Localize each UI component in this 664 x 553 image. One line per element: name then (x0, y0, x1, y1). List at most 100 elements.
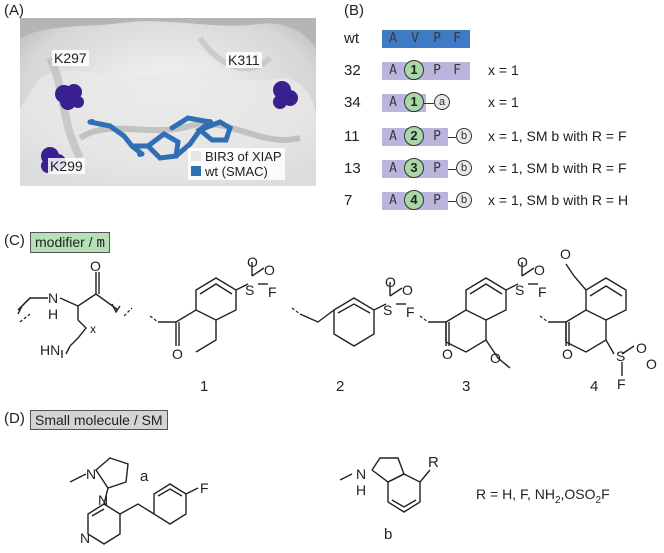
modifier-header-text: modifier / (35, 234, 97, 250)
atom-f: F (538, 284, 547, 300)
atom-o: O (534, 262, 545, 278)
atom-s: S (245, 282, 255, 298)
atom-h: H (356, 482, 367, 498)
smac-ligand-sticks (87, 115, 234, 161)
residue: F (453, 63, 461, 78)
residue-label-k311: K311 (226, 52, 262, 68)
residue: A (389, 31, 397, 46)
row-id-32: 32 (344, 62, 361, 79)
atom-s: S (383, 302, 393, 318)
r-definition-tail: ,OSO (560, 486, 596, 502)
residue: A (389, 161, 397, 176)
residue: P (433, 193, 441, 208)
modifier-circle: 1 (404, 92, 424, 112)
r-definition-end: F (601, 486, 610, 502)
atom-n: N (356, 466, 367, 482)
molecule-label-a: a (140, 468, 149, 485)
lysine-k311-blob (273, 81, 298, 109)
sequence-bar (382, 30, 470, 48)
atom-o: O (402, 282, 413, 298)
modifier-circle: 2 (404, 126, 424, 146)
atom-o: O (247, 254, 258, 270)
atom-n: N (98, 492, 109, 508)
sm-cap: b (456, 160, 472, 176)
row-note-34: x = 1 (488, 94, 519, 110)
row-note-11: x = 1, SM b with R = F (488, 128, 627, 144)
atom-o: O (636, 340, 647, 356)
atom-o: O (560, 246, 571, 262)
panel-d-label: (D) (4, 410, 25, 427)
atom-o: O (442, 346, 453, 362)
panel-a-legend: BIR3 of XIAP wt (SMAC) (188, 148, 285, 180)
small-molecule-header: Small molecule / SM (30, 410, 168, 430)
compound-label-3: 3 (462, 378, 471, 395)
sequence-7: A 4 P b (382, 190, 482, 210)
row-id-wt: wt (344, 30, 359, 47)
atom-f: F (617, 376, 626, 392)
atom-o: O (90, 258, 101, 274)
r-definition-text: R = H, F, NH (476, 486, 555, 502)
atom-o: O (517, 254, 528, 270)
r-definition-sub2: 2 (595, 494, 602, 506)
r-definition-sub: 2 (554, 494, 561, 506)
residue: P (433, 129, 441, 144)
r-definition: R = H, F, NH2,OSO2F (476, 486, 610, 506)
atom-o: O (264, 262, 275, 278)
sm-cap: a (434, 94, 450, 110)
linker-dash (448, 137, 456, 138)
atom-hn: HN (40, 342, 61, 358)
legend-item-wt: wt (SMAC) (191, 164, 282, 179)
legend-label-bir3: BIR3 of XIAP (205, 149, 282, 164)
row-id-11: 11 (344, 128, 360, 145)
atom-o: O (172, 346, 183, 362)
sm-cap: b (456, 128, 472, 144)
compound-label-2: 2 (336, 378, 345, 395)
residue-label-k299: K299 (48, 158, 85, 174)
row-id-7: 7 (344, 192, 353, 209)
row-note-32: x = 1 (488, 62, 519, 78)
legend-item-bir3: BIR3 of XIAP (191, 149, 282, 164)
atom-n: N (80, 530, 91, 546)
atom-f: F (406, 304, 415, 320)
panel-b-label: (B) (344, 2, 364, 19)
atom-s: S (616, 348, 626, 364)
legend-swatch-surface (191, 151, 201, 161)
modifier-header: modifier / m (30, 232, 110, 253)
atom-s: S (515, 282, 525, 298)
molecule-label-b: b (384, 526, 393, 543)
substituent-r: R (428, 454, 439, 471)
sequence-wt: A V P F (382, 30, 472, 48)
residue: A (389, 63, 397, 78)
row-id-34: 34 (344, 94, 361, 111)
residue: F (453, 31, 461, 46)
residue: A (389, 95, 397, 110)
modifier-circle: 4 (404, 190, 424, 210)
small-molecule-structures (69, 457, 431, 545)
linker-dash (448, 201, 456, 202)
residue: P (433, 161, 441, 176)
row-note-7: x = 1, SM b with R = H (488, 192, 629, 208)
row-id-13: 13 (344, 160, 361, 177)
row-note-13: x = 1, SM b with R = F (488, 160, 627, 176)
legend-label-wt: wt (SMAC) (205, 164, 268, 179)
atom-o: O (385, 274, 396, 290)
residue: P (433, 63, 441, 78)
sequence-34: A 1 a (382, 92, 462, 112)
lysine-k297-blob (55, 84, 84, 110)
atom-n: N (86, 466, 97, 482)
linker-dash (424, 103, 434, 104)
atom-h: H (48, 306, 59, 322)
linker-dash (448, 169, 456, 170)
panel-c-label: (C) (4, 232, 25, 249)
compound-label-4: 4 (590, 378, 599, 395)
atom-f: F (268, 284, 277, 300)
atom-n: N (48, 290, 59, 306)
label-x: x (90, 322, 96, 336)
legend-swatch-wt (191, 166, 201, 176)
sequence-13: A 3 P b (382, 158, 482, 178)
residue-label-k297: K297 (52, 50, 89, 66)
sequence-32: A 1 P F (382, 60, 472, 80)
atom-f: F (200, 480, 209, 496)
modifier-structures (17, 262, 635, 376)
compound-label-1: 1 (200, 378, 209, 395)
